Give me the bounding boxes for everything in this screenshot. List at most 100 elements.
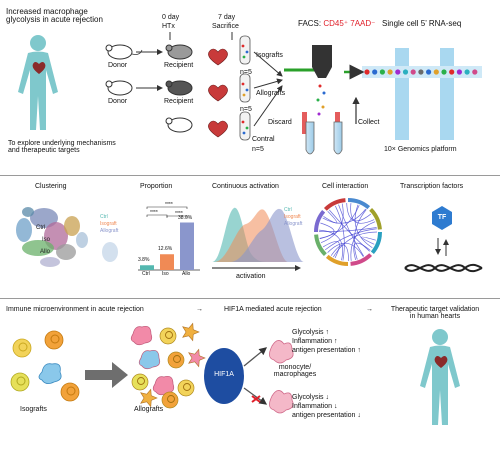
dendritic-cell [182,322,200,342]
circos-link [319,205,360,240]
circos-link [361,236,376,245]
timeline-day0: 0 day [162,14,180,21]
heart-tube-icon [208,35,251,141]
umap-cluster [102,242,118,262]
down-glycolysis: Glycolysis ↓ [292,394,329,401]
activation-legend-ctrl: Ctrl [284,207,292,213]
section-divider [0,298,500,299]
droplet [387,69,393,75]
droplet [402,69,409,75]
circos-link [318,227,377,233]
circos-link [354,204,373,249]
droplet [379,69,385,75]
bar-ctrl [140,265,154,270]
row1-recipient: Recipient [164,62,194,69]
lymphocyte [177,379,195,397]
up-antigen: antigen presentation ↑ [292,347,361,354]
circos-link [353,242,371,261]
tf-badge: TF [437,214,447,221]
circos-segment [350,253,373,266]
bar-value-label: 3.8% [138,257,150,264]
facs-markers: CD45⁺ 7AAD⁻ [323,19,376,28]
row1-n: n=5 [240,69,252,76]
clustering-title: Clustering [35,183,67,190]
nucleus [66,386,76,396]
circos-segment [370,231,382,255]
circos-link [324,228,377,251]
nucleus [165,331,173,339]
cluster-label-allo: Allo [40,249,51,255]
dendritic-cell [38,363,62,384]
cluster-legend-iso: Isograft [100,221,117,227]
activation-xlabel: activation [236,273,266,280]
big-arrow-icon [85,362,128,388]
hif1a-icon [204,348,244,404]
monocyte-label: monocyte/ macrophages [273,364,317,379]
umap-cluster [64,216,80,236]
cluster-legend-allo: Allograft [100,228,119,234]
genomics-chip [362,48,482,140]
lymphocyte [60,382,80,402]
human-body-icon [420,329,460,425]
bottom-arrow-2: → [366,306,373,313]
bar-value-label: 38.0% [178,214,193,221]
down-antigen: antigen presentation ↓ [292,412,361,419]
nucleus [50,334,60,344]
bar-allo [180,222,194,270]
bar-category-label: Allo [182,271,191,277]
row1-group: Isografts [256,52,283,59]
lymphocyte [167,351,185,369]
macrophage [152,375,175,396]
circos-link [327,242,364,257]
bottom-title-3: Therapeutic target validation in human h… [390,306,480,321]
up-inflammation: Inflammation ↑ [292,338,338,345]
timeline-sacrifice: Sacrifice [212,23,239,30]
circos-link [333,231,378,258]
nucleus [137,377,145,385]
macrophage [130,325,153,346]
proportion-stars-1: **** [150,210,158,216]
lymphocyte [12,338,32,358]
circos-link [320,203,344,244]
droplet [464,69,470,75]
hif1a-label: HIF1A [214,371,234,378]
bar-category-label: Iso [162,271,169,277]
section-divider [0,175,500,176]
circos-link [346,203,372,222]
binding-arrows-icon [435,238,449,256]
droplet [456,69,462,75]
umap-cluster [30,208,58,228]
circos-segment [314,209,326,233]
bottom-title-2: HIF1A mediated acute rejection [224,306,322,313]
cell-icon [10,330,80,402]
heart-icon [434,356,448,368]
proportion-stars-2: **** [165,202,173,208]
umap-cluster [22,240,54,256]
lymphocyte [161,391,179,409]
circos-link [322,208,366,224]
circos-link [350,221,376,261]
umap-cluster [16,218,32,242]
droplet [364,69,370,75]
timeline-day7: 7 day [218,14,236,21]
cluster-label-iso: Iso [42,237,51,243]
circos-link [323,211,338,224]
umap-cluster [40,257,60,267]
umap-cluster [76,232,88,248]
row2-recipient: Recipient [164,98,194,105]
droplet [433,69,439,75]
facs-text: FACS: [298,19,322,28]
lymphocyte [131,373,149,391]
proportion-title: Proportion [140,183,173,190]
nucleus [183,383,191,391]
activation-legend-iso: Isograft [284,214,301,220]
sig-bracket [146,206,188,209]
facs-label: FACS: CD45⁺ 7AAD⁻ [298,19,376,28]
row3-n: n=5 [252,146,264,153]
human-body-icon [18,35,58,130]
droplet [372,69,378,75]
down-inflammation: Inflammation ↓ [292,403,338,410]
circos-segment [325,254,349,266]
row2-n: n=5 [240,106,252,113]
